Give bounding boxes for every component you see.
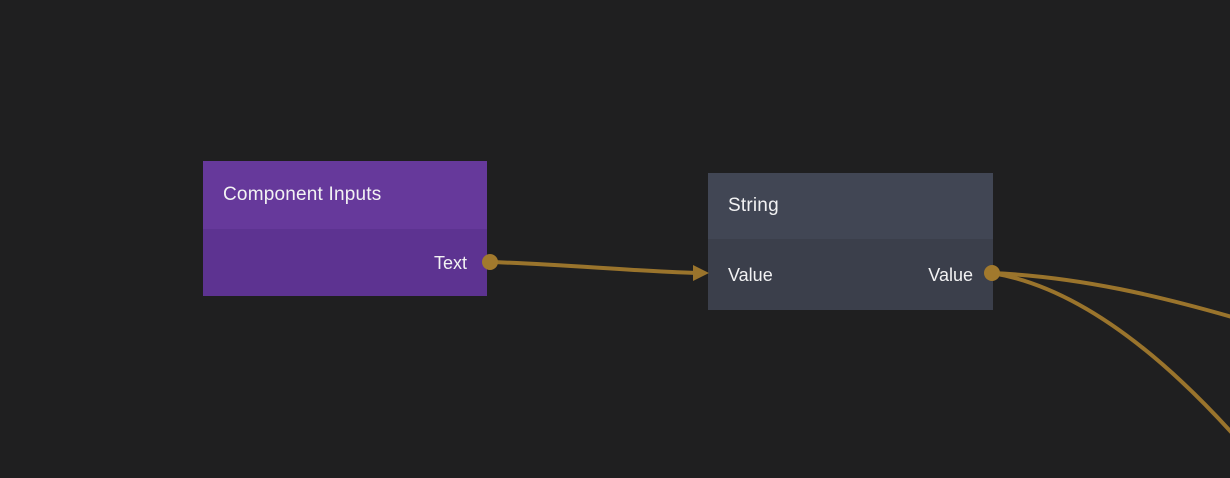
node-header[interactable]: Component Inputs (203, 161, 487, 229)
port-label-value-input: Value (728, 264, 773, 285)
node-header[interactable]: String (708, 173, 993, 239)
node-string[interactable]: String Value Value (708, 173, 993, 310)
port-label-value-output: Value (928, 264, 973, 285)
node-title: String (728, 195, 779, 216)
wire-value-output-upper[interactable] (990, 271, 1230, 319)
wire-value-output-lower[interactable] (990, 271, 1230, 434)
node-title: Component Inputs (223, 184, 382, 205)
node-body: Value Value (708, 239, 993, 310)
node-body: Text (203, 229, 487, 296)
port-label-text-output: Text (433, 252, 467, 273)
wire-text-to-value[interactable] (487, 260, 699, 275)
wire-arrowhead-icon (693, 265, 709, 281)
node-component-inputs[interactable]: Component Inputs Text (203, 161, 487, 296)
